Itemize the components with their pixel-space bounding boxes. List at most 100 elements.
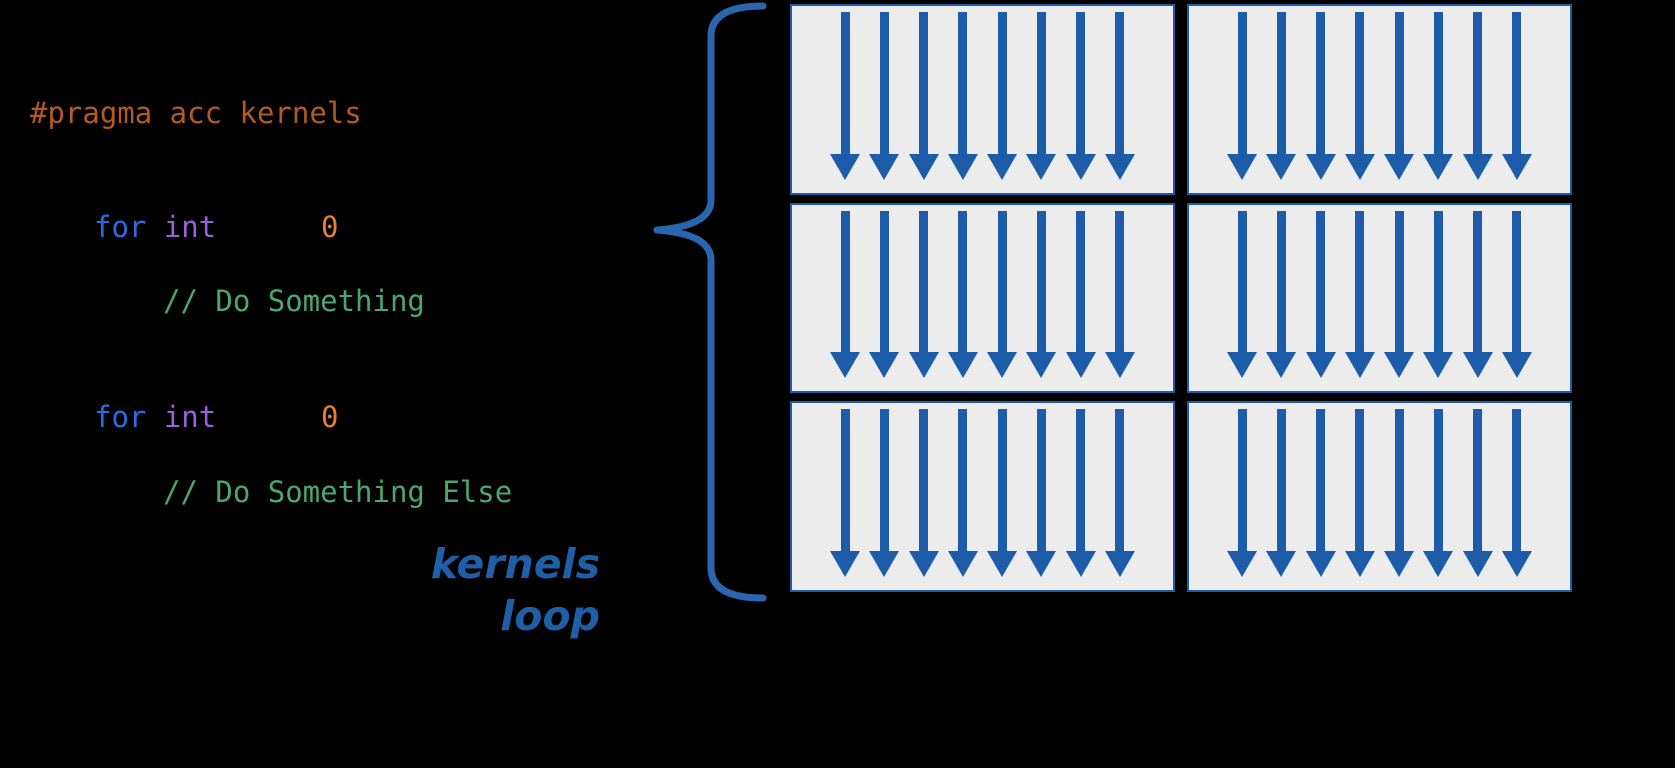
code-line-comment-1: // Do Something — [163, 283, 425, 319]
thread-arrow-icon — [947, 210, 978, 379]
arrow-head — [1065, 551, 1096, 577]
kernels-loop-label: kernels loop — [250, 538, 600, 642]
arrow-head — [830, 551, 860, 577]
arrow-head — [1423, 551, 1454, 577]
arrow-head — [869, 352, 900, 379]
thread-arrow-icon — [1344, 409, 1375, 577]
arrow-shaft — [1036, 12, 1046, 154]
thread-block — [1187, 202, 1572, 394]
thread-block — [790, 202, 1175, 394]
arrow-shaft — [1076, 12, 1086, 154]
arrow-head — [947, 153, 978, 180]
thread-block — [1187, 4, 1572, 195]
thread-arrow-icon — [1384, 12, 1415, 180]
code-line-comment-2: // Do Something Else — [163, 474, 512, 510]
code-token-type: int — [163, 210, 217, 244]
arrow-shaft — [1076, 409, 1086, 551]
arrow-head — [947, 352, 978, 379]
arrow-head — [908, 352, 939, 379]
arrow-head — [1266, 551, 1297, 577]
arrow-head — [1227, 551, 1257, 577]
kernels-loop-label-line2: loop — [500, 592, 600, 640]
thread-arrow-icon — [1462, 409, 1493, 577]
arrow-shaft — [919, 409, 929, 551]
thread-arrow-icon — [908, 210, 939, 379]
code-token-comment: // Do Something Else — [163, 475, 513, 509]
code-token-pragma: #pragma acc kernels — [30, 96, 362, 130]
arrow-shaft — [1316, 12, 1326, 154]
thread-arrow-icon — [1065, 12, 1096, 180]
arrow-head — [830, 352, 860, 379]
arrow-shaft — [1276, 12, 1286, 154]
thread-arrow-icon — [1266, 210, 1297, 379]
thread-arrow-icon — [1501, 409, 1532, 577]
thread-arrow-icon — [1462, 210, 1493, 379]
arrow-head — [1104, 352, 1135, 379]
arrow-head — [1305, 352, 1336, 379]
thread-arrow-icon — [830, 210, 860, 379]
thread-arrow-icon — [908, 409, 939, 577]
arrow-shaft — [1355, 409, 1365, 551]
thread-arrow-icon — [1344, 210, 1375, 379]
thread-arrow-icon — [1104, 210, 1135, 379]
arrow-shaft — [1394, 409, 1404, 551]
arrow-head — [987, 352, 1018, 379]
thread-arrow-icon — [1227, 12, 1257, 180]
thread-arrow-icon — [1266, 12, 1297, 180]
arrow-head — [1501, 352, 1532, 379]
thread-arrow-icon — [1026, 12, 1057, 180]
code-token-plain — [216, 400, 321, 434]
arrow-shaft — [1237, 210, 1247, 353]
arrow-shaft — [1433, 409, 1443, 551]
thread-arrow-icon — [1104, 12, 1135, 180]
arrow-shaft — [1473, 210, 1483, 353]
thread-arrow-icon — [987, 210, 1018, 379]
thread-arrow-icon — [1104, 409, 1135, 577]
arrow-head — [908, 153, 939, 180]
arrow-shaft — [997, 210, 1007, 353]
arrow-head — [947, 551, 978, 577]
thread-arrow-icon — [1384, 409, 1415, 577]
thread-arrow-icon — [1305, 12, 1336, 180]
arrow-head — [1423, 352, 1454, 379]
arrow-shaft — [1355, 210, 1365, 353]
arrow-shaft — [919, 12, 929, 154]
arrow-shaft — [1473, 409, 1483, 551]
arrow-head — [987, 153, 1018, 180]
arrow-shaft — [1512, 409, 1522, 551]
thread-arrow-icon — [1344, 12, 1375, 180]
arrow-shaft — [1355, 12, 1365, 154]
arrow-head — [1462, 153, 1493, 180]
arrow-shaft — [958, 210, 968, 353]
arrow-head — [1462, 352, 1493, 379]
arrow-head — [1104, 551, 1135, 577]
thread-block — [790, 4, 1175, 195]
arrow-shaft — [1433, 210, 1443, 353]
arrow-shaft — [1237, 409, 1247, 551]
arrow-head — [869, 551, 900, 577]
code-token-number: 0 — [321, 400, 339, 434]
code-token-type: int — [163, 400, 217, 434]
thread-arrow-icon — [1384, 210, 1415, 379]
arrow-shaft — [1036, 409, 1046, 551]
arrow-head — [1227, 153, 1257, 180]
arrow-head — [1065, 153, 1096, 180]
arrow-shaft — [1316, 409, 1326, 551]
thread-arrow-icon — [1266, 409, 1297, 577]
thread-arrow-icon — [987, 12, 1018, 180]
thread-block-grid — [790, 4, 1572, 592]
arrow-shaft — [1115, 409, 1125, 551]
arrow-head — [1227, 352, 1257, 379]
arrow-head — [1501, 153, 1532, 180]
arrow-shaft — [879, 409, 889, 551]
arrow-head — [1065, 352, 1096, 379]
arrow-shaft — [1237, 12, 1247, 154]
arrow-shaft — [1512, 210, 1522, 353]
arrow-head — [1026, 153, 1057, 180]
arrow-shaft — [879, 210, 889, 353]
thread-arrow-icon — [1065, 210, 1096, 379]
thread-arrow-icon — [908, 12, 939, 180]
arrow-shaft — [1394, 210, 1404, 353]
thread-arrow-icon — [1462, 12, 1493, 180]
arrow-shaft — [1115, 210, 1125, 353]
